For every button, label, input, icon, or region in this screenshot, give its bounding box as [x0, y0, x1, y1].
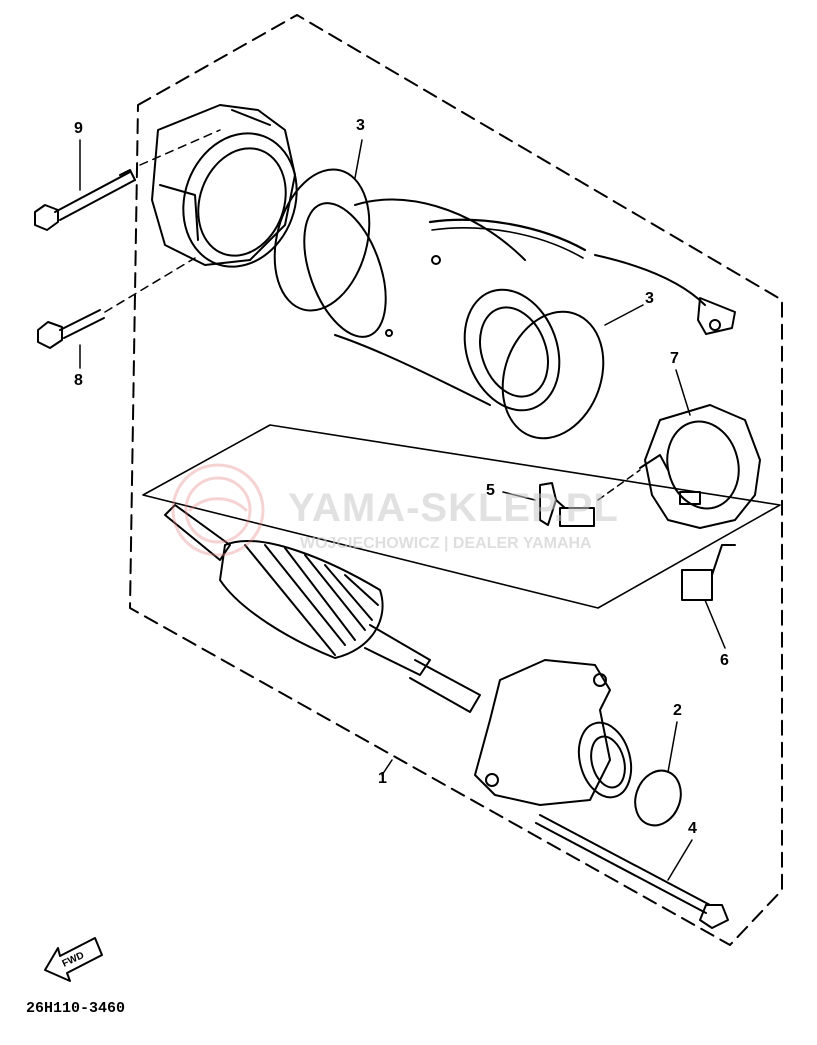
armature: [164, 504, 481, 713]
leader-3a: [354, 139, 363, 179]
brush-subgroup-boundary: [142, 424, 781, 609]
leader-6: [704, 599, 726, 649]
o-ring-2: [634, 769, 682, 827]
bolt-8-guide-dashed: [104, 257, 196, 313]
assembly-boundary-dashed: [129, 14, 783, 946]
bolt-9: [34, 169, 136, 231]
leader-5: [502, 491, 536, 501]
watermark-logo: [171, 463, 265, 557]
callout-6: 6: [720, 652, 729, 669]
watermark-title: YAMA-SKLEP.PL: [288, 486, 619, 530]
through-bolt-4: [535, 814, 729, 929]
callout-2: 2: [673, 702, 682, 719]
callout-9: 9: [74, 120, 83, 137]
callout-3-lower: 3: [645, 290, 654, 307]
brush-6: [681, 544, 736, 601]
leader-2: [667, 721, 678, 773]
leader-7: [675, 369, 691, 416]
bolt-8: [37, 309, 105, 349]
callout-5: 5: [486, 482, 495, 499]
o-ring-upper: [273, 168, 371, 312]
callout-7: 7: [670, 350, 679, 367]
rear-cover: [474, 659, 633, 806]
brush-5: [539, 482, 595, 527]
leader-1: [381, 759, 393, 776]
callout-4: 4: [688, 820, 697, 837]
fwd-arrow-icon: [44, 937, 103, 982]
callout-1: 1: [378, 770, 387, 787]
leader-4: [667, 839, 693, 881]
watermark-subtitle: WOJCIECHOWICZ | DEALER YAMAHA: [300, 535, 592, 552]
callout-3-upper: 3: [356, 117, 365, 134]
front-cover: [151, 104, 298, 268]
part-code: 26H110-3460: [26, 1000, 126, 1017]
yoke-body: [303, 198, 736, 412]
brush-plate: [639, 404, 761, 529]
o-ring-lower: [501, 310, 605, 440]
callout-8: 8: [74, 372, 83, 389]
bolt-9-guide-dashed: [139, 129, 221, 166]
leader-3b: [604, 304, 644, 326]
